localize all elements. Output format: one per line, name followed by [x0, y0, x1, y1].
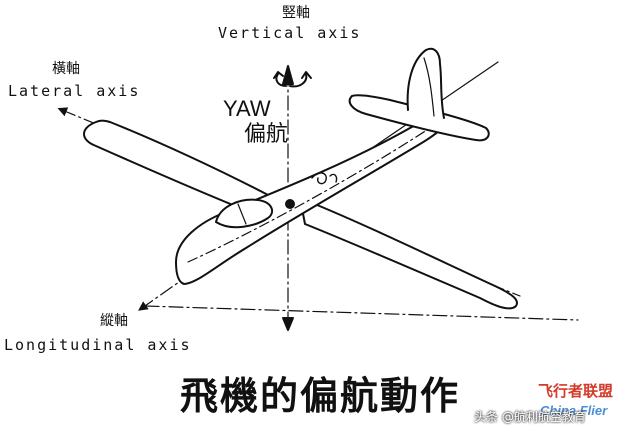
figure-caption: 飛機的偏航動作 — [179, 373, 460, 418]
yaw-rotation-arrow-left — [275, 73, 287, 87]
center-of-gravity — [285, 199, 295, 209]
longitudinal-axis-line — [144, 305, 579, 321]
vertical-axis-arrow-down — [282, 317, 294, 331]
yaw-rotation-arrow-right — [289, 73, 308, 88]
longitudinal-axis-en-label: Longitudinal axis — [4, 336, 192, 354]
yaw-symbol — [311, 172, 327, 185]
right-wing — [299, 197, 518, 310]
longitudinal-axis-cn-label: 縱軸 — [100, 313, 128, 329]
horizontal-stabilizer — [348, 94, 490, 142]
vertical-axis-cn-label: 竪軸 — [282, 5, 310, 21]
watermark-logo-en: China Flier — [540, 403, 608, 418]
vertical-axis-en-label: Vertical axis — [218, 24, 362, 42]
vertical-axis-arrow-up — [282, 65, 294, 85]
watermark-logo: 飞行者联盟 — [538, 382, 614, 400]
yaw-en-label: YAW — [223, 96, 271, 121]
lateral-axis-en-label: Lateral axis — [8, 82, 141, 100]
canopy — [215, 198, 274, 229]
vertical-stabilizer — [406, 47, 445, 119]
watermark-text: 头条 @航利航空教育 — [474, 410, 586, 424]
yaw-cn-label: 偏航 — [244, 122, 289, 147]
lateral-axis-cn-label: 橫軸 — [52, 61, 80, 77]
